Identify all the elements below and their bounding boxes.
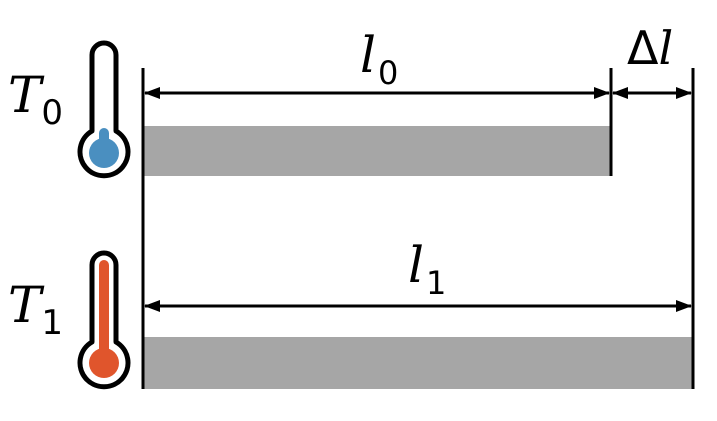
rod-initial (143, 126, 611, 176)
t0-label: T0 (8, 66, 63, 133)
thermometer-cold-icon (77, 40, 131, 179)
l1-label: l1 (408, 236, 446, 302)
delta-l-label: Δl (627, 21, 673, 75)
rod-expanded (143, 337, 693, 389)
t1-label: T1 (8, 276, 63, 343)
thermometer-hot-icon (77, 250, 131, 390)
l0-label: l0 (360, 26, 398, 92)
